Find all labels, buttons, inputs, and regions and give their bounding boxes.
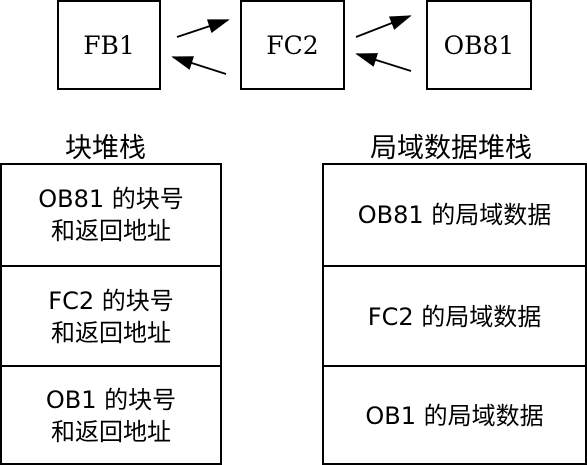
block-stack-cell-ob81: OB81 的块号 和返回地址 — [2, 165, 220, 265]
cell-text: OB81 的局域数据 — [357, 200, 552, 229]
block-stack-cell-ob1: OB1 的块号 和返回地址 — [2, 365, 220, 465]
arrow-ob81-to-fc2 — [355, 53, 412, 72]
cell-line: 和返回地址 — [51, 217, 171, 245]
block-stack-title: 块堆栈 — [65, 133, 146, 164]
cell-line: OB81 的块号 — [38, 184, 184, 213]
cell-line: 和返回地址 — [51, 418, 171, 446]
local-stack-cell-ob81: OB81 的局域数据 — [324, 165, 585, 265]
arrow-fc2-to-fb1 — [171, 56, 227, 75]
local-data-stack: OB81 的局域数据 FC2 的局域数据 OB1 的局域数据 — [322, 163, 587, 465]
cell-line: 和返回地址 — [51, 319, 171, 347]
arrow-fb1-to-fc2 — [176, 19, 230, 38]
fb1-block: FB1 — [57, 0, 161, 90]
fc2-block: FC2 — [240, 0, 345, 90]
block-stack-cell-fc2: FC2 的块号 和返回地址 — [2, 265, 220, 367]
block-stack: OB81 的块号 和返回地址 FC2 的块号 和返回地址 OB1 的块号 和返回… — [0, 163, 222, 465]
fb1-label: FB1 — [83, 30, 135, 60]
cell-text: OB1 的局域数据 — [365, 401, 544, 430]
arrow-fc2-to-ob81 — [355, 15, 412, 38]
ob81-label: OB81 — [443, 30, 515, 60]
local-stack-title: 局域数据堆栈 — [370, 133, 532, 164]
cell-line: FC2 的块号 — [48, 286, 174, 315]
local-stack-cell-fc2: FC2 的局域数据 — [324, 265, 585, 367]
cell-line: OB1 的块号 — [45, 385, 177, 414]
ob81-block: OB81 — [426, 0, 532, 90]
fc2-label: FC2 — [266, 30, 319, 60]
local-stack-cell-ob1: OB1 的局域数据 — [324, 365, 585, 465]
cell-text: FC2 的局域数据 — [367, 302, 542, 331]
